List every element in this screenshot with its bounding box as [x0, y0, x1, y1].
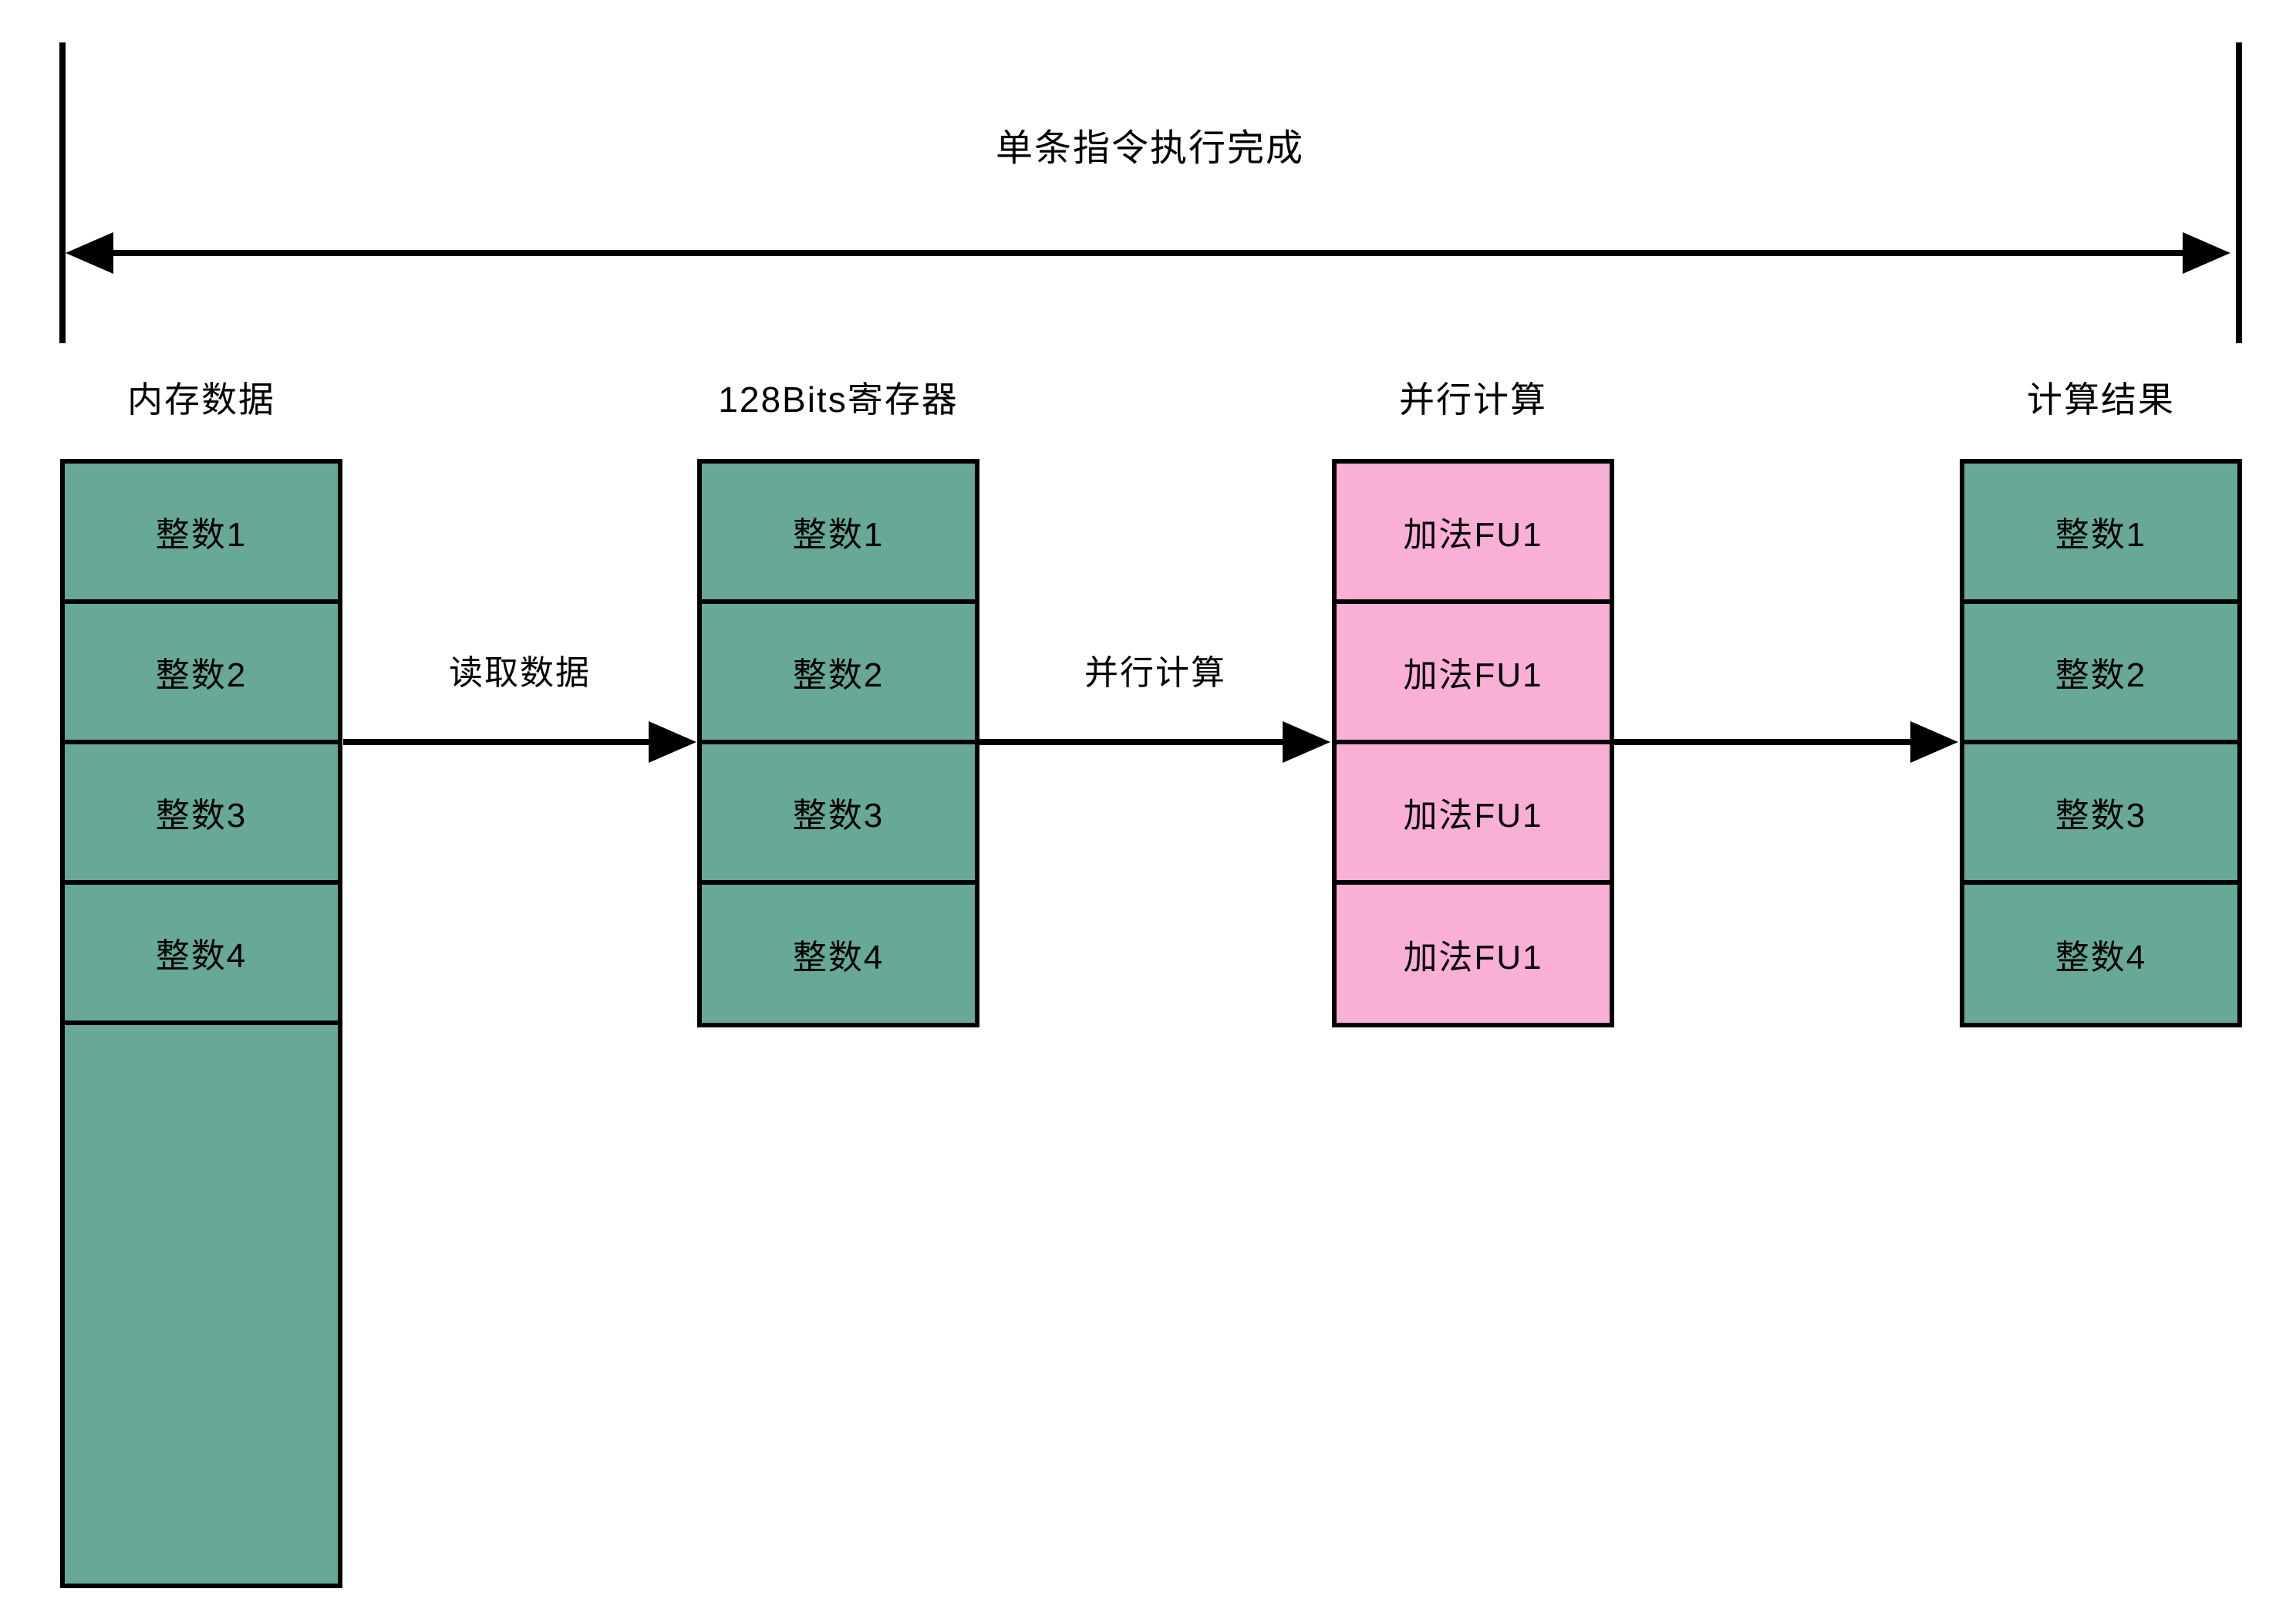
result-column: 整数1 整数2 整数3 整数4 [1960, 459, 2242, 1027]
memory-cell: 整数3 [65, 744, 338, 885]
arrowhead-right-icon [649, 721, 696, 763]
memory-cell: 整数4 [65, 885, 338, 1025]
column-header-parallel-compute: 并行计算 [1399, 379, 1547, 420]
memory-empty-cell [65, 1025, 338, 1584]
flow-arrow-read-data [343, 739, 652, 745]
result-cell: 整数2 [1964, 604, 2237, 744]
column-header-memory-data: 内存数据 [127, 379, 275, 420]
result-cell: 整数1 [1964, 464, 2237, 604]
result-cell: 整数4 [2055, 938, 2147, 977]
arrowhead-right-icon [1283, 721, 1330, 763]
span-end-tick [2236, 42, 2242, 343]
register-cell: 整数3 [702, 744, 975, 885]
register-column: 整数1 整数2 整数3 整数4 [697, 459, 979, 1027]
memory-data-column: 整数1 整数2 整数3 整数4 [60, 459, 342, 1588]
functional-unit-cell: 加法FU1 [1337, 464, 1610, 604]
arrowhead-left-icon [66, 232, 113, 274]
memory-cell: 整数2 [65, 604, 338, 744]
arrowhead-right-icon [2183, 232, 2230, 274]
arrowhead-right-icon [1910, 721, 1958, 763]
register-cell: 整数2 [702, 604, 975, 744]
flow-label-read-data: 读取数据 [449, 654, 591, 692]
span-double-arrow-line [86, 250, 2210, 256]
register-cell: 整数1 [702, 464, 975, 604]
flow-arrow-write-result [1614, 739, 1914, 745]
functional-unit-cell: 加法FU1 [1337, 604, 1610, 744]
functional-unit-cell: 加法FU1 [1403, 938, 1543, 977]
span-annotation-label: 单条指令执行完成 [995, 128, 1304, 169]
flow-arrow-parallel-compute [979, 739, 1286, 745]
result-cell: 整数3 [1964, 744, 2237, 885]
functional-unit-column: 加法FU1 加法FU1 加法FU1 加法FU1 [1332, 459, 1614, 1027]
flow-label-parallel-compute: 并行计算 [1084, 654, 1226, 692]
register-cell: 整数4 [792, 938, 885, 977]
column-header-128bits-register: 128Bits寄存器 [718, 379, 959, 420]
column-header-compute-result: 计算结果 [2027, 379, 2175, 420]
functional-unit-cell: 加法FU1 [1337, 744, 1610, 885]
memory-cell: 整数1 [65, 464, 338, 604]
span-start-tick [59, 42, 66, 343]
